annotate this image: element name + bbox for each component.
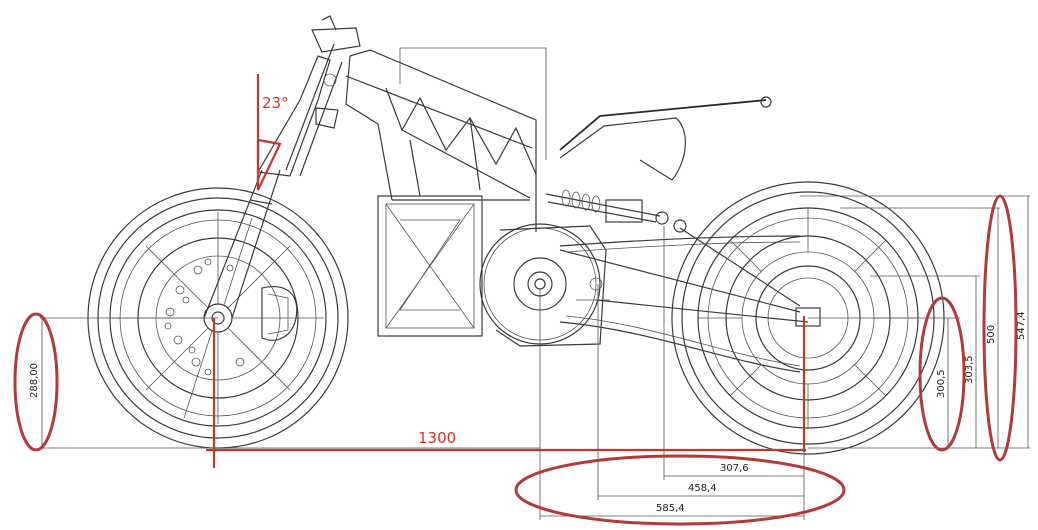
dimension-lines	[40, 195, 1030, 520]
frame	[345, 47, 772, 232]
rear-overall-height-label: 547,4	[1016, 311, 1027, 340]
rear-mid-height-label: 303,5	[964, 355, 975, 384]
horiz-dim-2-label: 458,4	[688, 483, 717, 494]
battery-box	[377, 195, 483, 337]
rear-axle-height-highlight	[918, 296, 966, 452]
front-height-highlight	[13, 312, 59, 452]
fork-angle-wedge	[256, 138, 282, 191]
motor	[479, 223, 610, 347]
swingarm	[559, 219, 809, 373]
highlight-rings	[13, 194, 1018, 526]
fork-angle-label: 23°	[262, 94, 289, 112]
wheelbase-label: 1300	[418, 429, 456, 447]
red-annotations	[206, 74, 806, 468]
shock-absorber	[545, 189, 669, 225]
horiz-dim-3-label: 585,4	[656, 503, 685, 514]
rear-axle-height-label: 300,5	[936, 369, 947, 398]
front-fork	[203, 15, 361, 319]
rear-top-height-label: 500	[986, 325, 997, 344]
rear-top-height-highlight	[982, 194, 1018, 462]
front-axle-height-label: 288,00	[29, 363, 40, 398]
horizontal-dims-highlight	[514, 454, 846, 526]
horiz-dim-1-label: 307,6	[720, 463, 749, 474]
